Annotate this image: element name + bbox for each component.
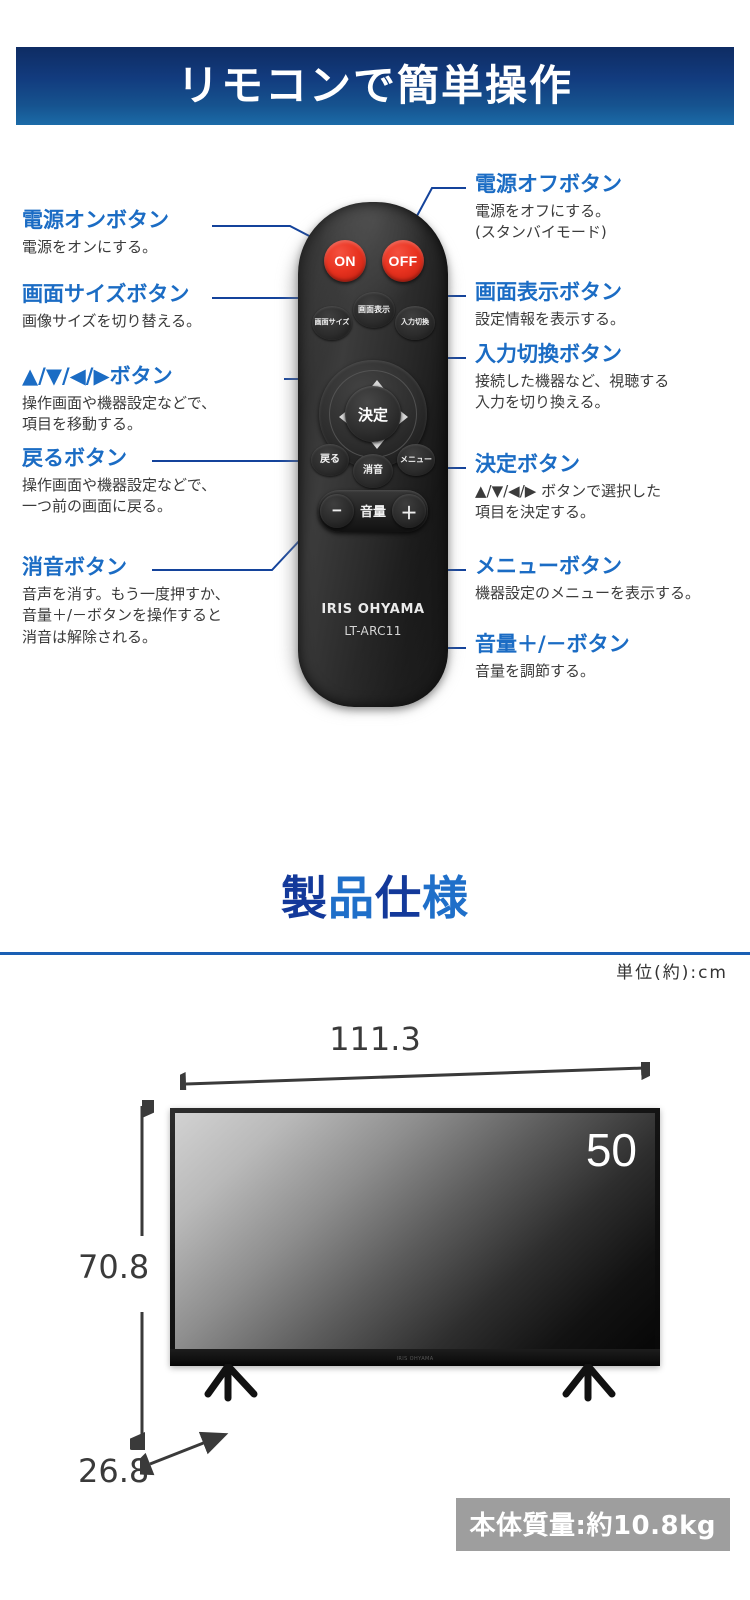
dimension-depth-value: 26.8 xyxy=(78,1452,150,1490)
arrow-down-icon[interactable] xyxy=(369,439,385,449)
remote-brand-logo: IRIS OHYAMA xyxy=(321,602,425,617)
callout-menu-body: 機器設定のメニューを表示する。 xyxy=(475,584,701,603)
remote-back-button[interactable]: 戻る xyxy=(311,444,349,476)
callout-power-on-body: 電源をオンにする。 xyxy=(22,238,158,257)
callout-back-body: 操作画面や機器設定などで、 一つ前の画面に戻る。 xyxy=(22,476,217,516)
banner-title: リモコンで簡単操作 xyxy=(176,61,573,110)
remote-power-on-button[interactable]: ON xyxy=(324,240,366,282)
spec-section-title: 製品仕様 xyxy=(0,862,750,928)
remote-control-image: ON OFF 画面サイズ 画面表示 入力切換 決定 戻る 消音 メニュー − 音… xyxy=(288,196,458,716)
dimension-width-arrow xyxy=(180,1062,650,1090)
callout-mute: 消音ボタン 音声を消す。もう一度押すか、 音量＋/－ボタンを操作すると 消音は解… xyxy=(22,555,230,648)
dimension-depth-arrow xyxy=(140,1431,229,1476)
spec-title-char-2: 品 xyxy=(328,871,375,925)
spec-title-char-3: 仕 xyxy=(375,871,422,925)
callout-power-on: 電源オンボタン 電源をオンにする。 xyxy=(22,208,169,258)
unit-label: 単位(約):cm xyxy=(616,963,728,983)
section-banner-remote: リモコンで簡単操作 xyxy=(16,47,734,125)
callout-input-switch-title: 入力切換ボタン xyxy=(475,342,622,366)
remote-body: ON OFF 画面サイズ 画面表示 入力切換 決定 戻る 消音 メニュー − 音… xyxy=(298,202,448,707)
weight-badge: 本体質量:約10.8kg xyxy=(455,1498,730,1551)
callout-volume-body: 音量を調節する。 xyxy=(475,662,596,681)
callout-screen-size: 画面サイズボタン 画像サイズを切り替える。 xyxy=(22,282,201,332)
tv-product-image: 50 IRIS OHYAMA xyxy=(170,1108,660,1402)
callout-direction-pad-body: 操作画面や機器設定などで、 項目を移動する。 xyxy=(22,394,217,434)
callout-enter: 決定ボタン ▲/▼/◀/▶ ボタンで選択した 項目を決定する。 xyxy=(475,452,661,524)
callout-back: 戻るボタン 操作画面や機器設定などで、 一つ前の画面に戻る。 xyxy=(22,446,216,518)
callout-screen-size-title: 画面サイズボタン xyxy=(22,282,190,306)
remote-volume-plus-button[interactable]: ＋ xyxy=(392,494,426,528)
callout-input-switch: 入力切換ボタン 接続した機器など、視聴する 入力を切り換える。 xyxy=(475,342,669,414)
callout-input-switch-body: 接続した機器など、視聴する 入力を切り換える。 xyxy=(475,372,670,412)
callout-screen-display-title: 画面表示ボタン xyxy=(475,280,622,304)
callout-enter-title: 決定ボタン xyxy=(475,452,580,476)
remote-menu-button[interactable]: メニュー xyxy=(397,444,435,476)
spec-title-char-4: 様 xyxy=(422,871,469,925)
remote-mute-button[interactable]: 消音 xyxy=(353,454,393,488)
tv-screen: 50 xyxy=(175,1113,655,1349)
tv-frame: 50 IRIS OHYAMA xyxy=(170,1108,660,1366)
remote-model-number: LT-ARC11 xyxy=(344,624,402,638)
callout-screen-size-body: 画像サイズを切り替える。 xyxy=(22,312,202,331)
callout-screen-display: 画面表示ボタン 設定情報を表示する。 xyxy=(475,280,625,330)
remote-screen-size-button[interactable]: 画面サイズ xyxy=(312,306,352,340)
callout-enter-body: ▲/▼/◀/▶ ボタンで選択した 項目を決定する。 xyxy=(475,482,662,522)
remote-volume-label: 音量 xyxy=(359,505,386,520)
callout-menu-title: メニューボタン xyxy=(475,554,622,578)
arrow-right-icon[interactable] xyxy=(398,409,408,425)
tv-screen-size-label: 50 xyxy=(585,1124,637,1176)
callout-volume-title: 音量＋/－ボタン xyxy=(475,632,630,656)
tv-brand-logo: IRIS OHYAMA xyxy=(396,1356,434,1362)
dimension-width-value: 111.3 xyxy=(329,1020,421,1058)
remote-dpad[interactable]: 決定 xyxy=(319,360,427,468)
callout-power-off-title: 電源オフボタン xyxy=(475,172,622,196)
dimension-height-arrow xyxy=(130,1100,154,1450)
callout-direction-pad: ▲/▼/◀/▶ボタン 操作画面や機器設定などで、 項目を移動する。 xyxy=(22,364,216,436)
tv-bottom-bezel: IRIS OHYAMA xyxy=(170,1349,660,1366)
remote-screen-display-button[interactable]: 画面表示 xyxy=(353,292,395,328)
callout-power-off: 電源オフボタン 電源をオフにする。 (スタンバイモード) xyxy=(475,172,622,244)
callout-mute-title: 消音ボタン xyxy=(22,555,127,579)
arrow-up-icon[interactable] xyxy=(369,380,385,390)
tv-stand-legs xyxy=(204,1364,616,1402)
remote-power-off-button[interactable]: OFF xyxy=(382,240,424,282)
remote-volume-rocker[interactable]: − 音量 ＋ xyxy=(318,490,428,532)
arrow-left-icon[interactable] xyxy=(339,409,349,425)
callout-mute-body: 音声を消す。もう一度押すか、 音量＋/－ボタンを操作すると 消音は解除される。 xyxy=(22,585,230,646)
callout-volume: 音量＋/－ボタン 音量を調節する。 xyxy=(475,632,630,682)
remote-volume-minus-button[interactable]: − xyxy=(320,494,354,528)
callout-power-on-title: 電源オンボタン xyxy=(22,208,169,232)
callout-menu: メニューボタン 機器設定のメニューを表示する。 xyxy=(475,554,700,604)
remote-input-switch-button[interactable]: 入力切換 xyxy=(395,306,435,340)
callout-screen-display-body: 設定情報を表示する。 xyxy=(475,310,626,329)
remote-enter-button[interactable]: 決定 xyxy=(345,386,401,442)
callout-back-title: 戻るボタン xyxy=(22,446,127,470)
callout-power-off-body: 電源をオフにする。 (スタンバイモード) xyxy=(475,202,611,242)
spec-divider xyxy=(0,952,750,955)
callout-direction-pad-title: ▲/▼/◀/▶ボタン xyxy=(22,364,173,388)
dimension-height-value: 70.8 xyxy=(78,1248,150,1286)
spec-title-char-1: 製 xyxy=(281,871,328,925)
